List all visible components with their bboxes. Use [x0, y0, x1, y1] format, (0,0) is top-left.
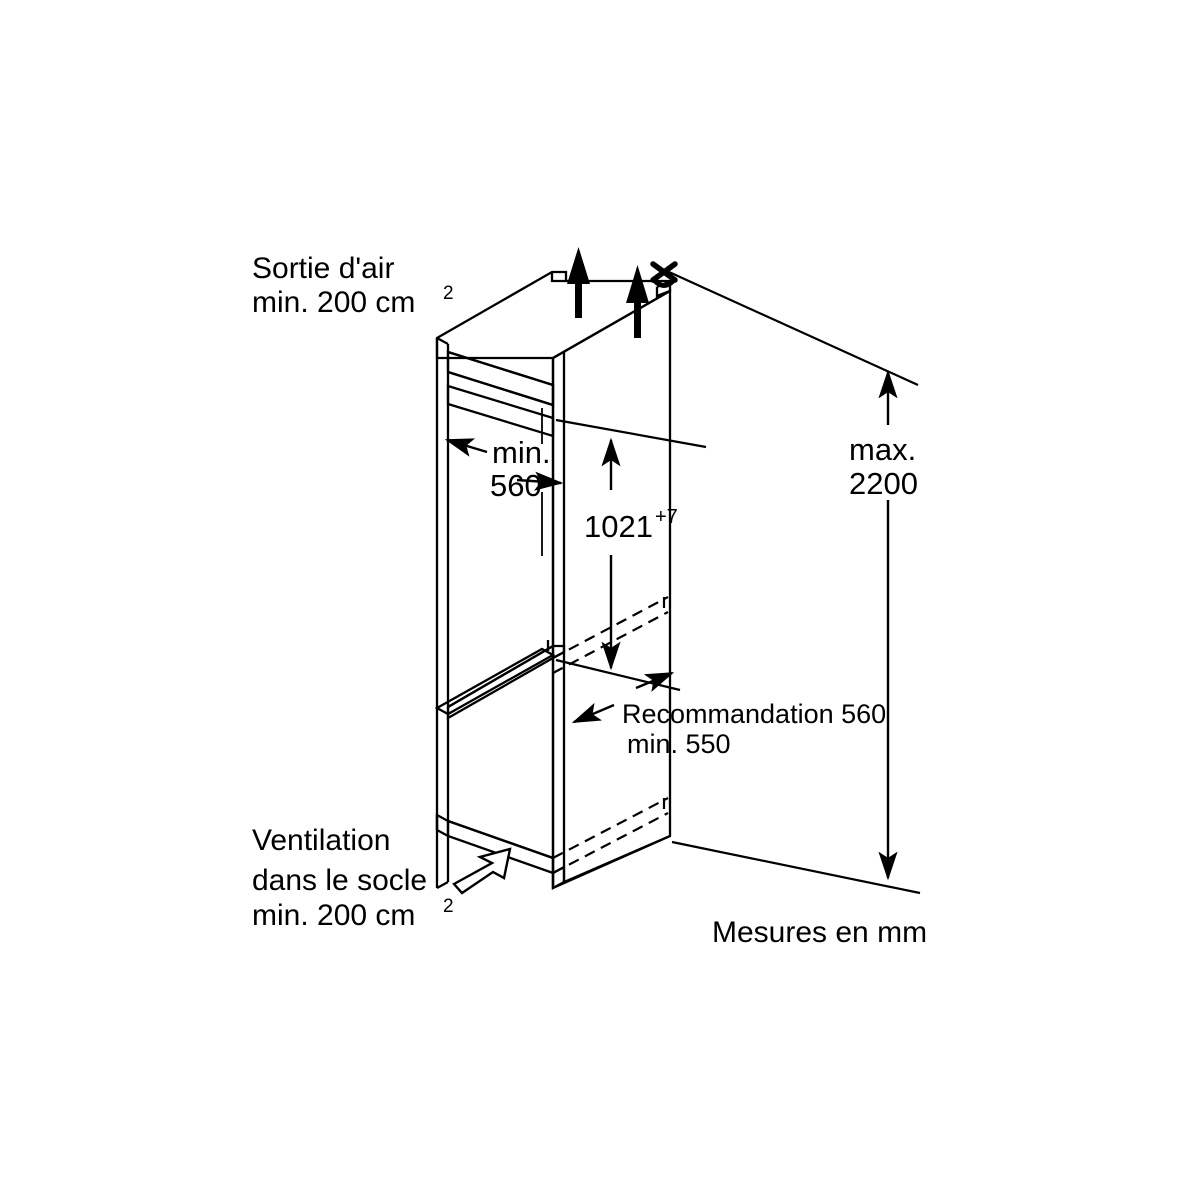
plinth-ventilation-label: Ventilation dans le socle min. 200 cm 2	[252, 824, 454, 932]
dimension-cross-marker-icon	[650, 261, 678, 288]
cabinet-centre-front-edge	[551, 352, 566, 888]
dimension-total-height: max. 2200	[668, 270, 921, 895]
dimension-niche-height-tolerance: +7	[655, 506, 678, 528]
air-outlet-label-superscript: 2	[443, 283, 454, 304]
cabinet-left-front-edge	[435, 336, 450, 890]
dimension-niche-width-value: 560	[490, 468, 542, 503]
plinth-ventilation-arrow-icon	[452, 847, 512, 895]
air-outlet-label-line2: min. 200 cm	[252, 286, 415, 319]
plinth-ventilation-label-line2: dans le socle	[252, 864, 427, 897]
plinth-ventilation-label-superscript: 2	[443, 896, 454, 917]
dimension-niche-width-prefix: min.	[492, 435, 551, 470]
depth-note-leaders: Recommandation 560 min. 550	[571, 671, 886, 759]
units-note: Mesures en mm	[712, 916, 927, 949]
units-note-text: Mesures en mm	[712, 916, 927, 949]
dimension-niche-width: min. 560	[444, 408, 564, 556]
top-ventilation-slot	[446, 350, 555, 407]
cabinet-bottom-right-edge	[563, 834, 671, 884]
dimension-total-height-value: 2200	[849, 466, 918, 501]
depth-note-line1: Recommandation 560	[622, 699, 886, 729]
air-outlet-arrow-right	[626, 265, 649, 338]
cabinet-niche-body	[434, 270, 672, 890]
dimension-niche-height: 1021 +7	[555, 418, 707, 692]
upper-lintel	[446, 384, 555, 438]
air-outlet-label-line1: Sortie d'air	[252, 252, 394, 285]
dimension-total-height-prefix: max.	[849, 432, 916, 467]
air-outlet-arrow-left	[567, 247, 590, 318]
airflow-arrows-top	[567, 247, 649, 338]
plinth-ventilation-label-line1: Ventilation	[252, 824, 390, 857]
middle-shelf	[446, 640, 566, 720]
depth-note-line2: min. 550	[627, 729, 731, 759]
plinth-ventilation-label-line3: min. 200 cm	[252, 899, 415, 932]
middle-shelf-front-band	[434, 647, 556, 716]
air-outlet-label: Sortie d'air min. 200 cm 2	[252, 252, 454, 319]
dimension-niche-height-value: 1021	[584, 509, 653, 544]
